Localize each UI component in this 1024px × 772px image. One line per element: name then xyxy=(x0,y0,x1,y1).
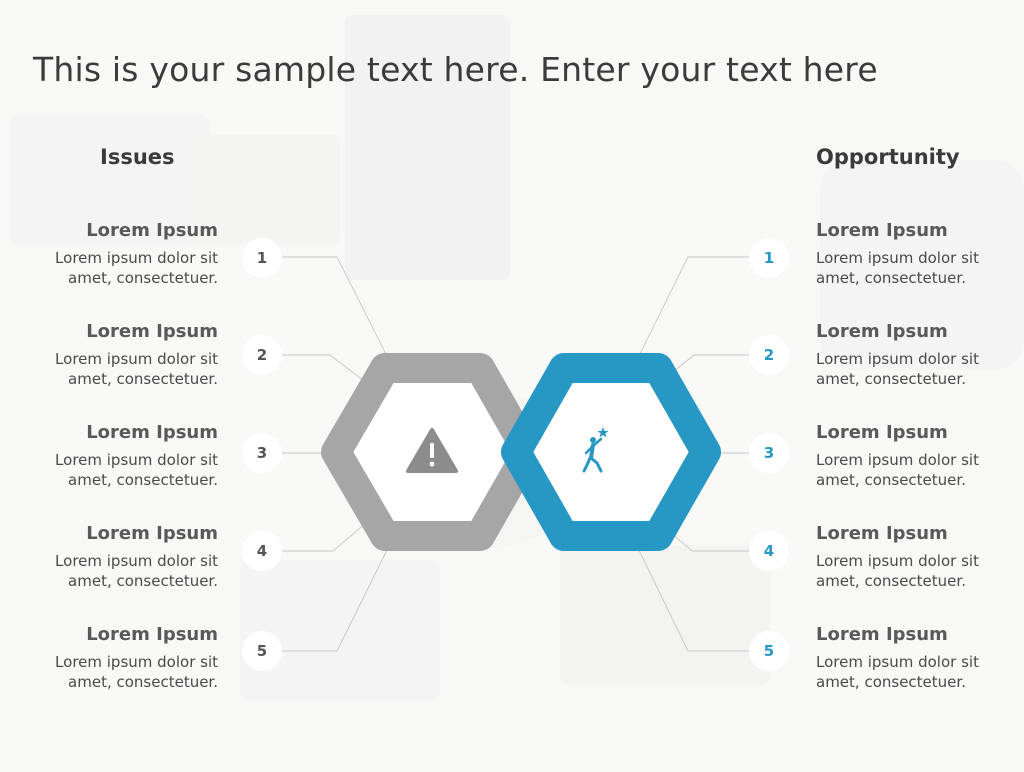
opportunity-item-text: Lorem ipsum dolor sit amet, consectetuer… xyxy=(816,249,979,287)
opportunity-item-text: Lorem ipsum dolor sit amet, consectetuer… xyxy=(816,552,979,590)
opportunity-item-2: Lorem Ipsum Lorem ipsum dolor sit amet, … xyxy=(816,321,1016,389)
issues-connector-1 xyxy=(282,256,393,367)
issues-item-text: Lorem ipsum dolor sit amet, consectetuer… xyxy=(55,350,218,388)
opportunity-item-title: Lorem Ipsum xyxy=(816,523,948,544)
opportunity-item-5: Lorem Ipsum Lorem ipsum dolor sit amet, … xyxy=(816,624,1016,692)
opportunity-item-title: Lorem Ipsum xyxy=(816,422,948,443)
issues-item-title: Lorem Ipsum xyxy=(86,523,218,544)
issues-connector-4 xyxy=(282,517,373,552)
opportunity-item-title: Lorem Ipsum xyxy=(816,220,948,241)
page-title: This is your sample text here. Enter you… xyxy=(33,50,878,89)
opportunity-number-1: 1 xyxy=(749,238,789,278)
issues-item-5: Lorem Ipsum Lorem ipsum dolor sit amet, … xyxy=(18,624,218,692)
opportunity-item-text: Lorem ipsum dolor sit amet, consectetuer… xyxy=(816,350,979,388)
issues-item-4: Lorem Ipsum Lorem ipsum dolor sit amet, … xyxy=(18,523,218,591)
opportunity-number-2: 2 xyxy=(749,335,789,375)
opportunity-item-text: Lorem ipsum dolor sit amet, consectetuer… xyxy=(816,451,979,489)
issues-number-1: 1 xyxy=(242,238,282,278)
issues-item-text: Lorem ipsum dolor sit amet, consectetuer… xyxy=(55,653,218,691)
issues-item-title: Lorem Ipsum xyxy=(86,422,218,443)
issues-item-text: Lorem ipsum dolor sit amet, consectetuer… xyxy=(55,249,218,287)
opportunity-item-title: Lorem Ipsum xyxy=(816,321,948,342)
issues-item-2: Lorem Ipsum Lorem ipsum dolor sit amet, … xyxy=(18,321,218,389)
issues-item-title: Lorem Ipsum xyxy=(86,321,218,342)
issues-item-title: Lorem Ipsum xyxy=(86,624,218,645)
opportunity-item-text: Lorem ipsum dolor sit amet, consectetuer… xyxy=(816,653,979,691)
issues-number-4: 4 xyxy=(242,531,282,571)
person-reaching-star-icon xyxy=(582,427,609,473)
issues-connector-5 xyxy=(282,539,393,652)
issues-item-title: Lorem Ipsum xyxy=(86,220,218,241)
opportunity-item-1: Lorem Ipsum Lorem ipsum dolor sit amet, … xyxy=(816,220,1016,288)
issues-item-1: Lorem Ipsum Lorem ipsum dolor sit amet, … xyxy=(18,220,218,288)
opportunity-item-4: Lorem Ipsum Lorem ipsum dolor sit amet, … xyxy=(816,523,1016,591)
opportunity-number-3: 3 xyxy=(749,433,789,473)
opportunity-connector-1 xyxy=(633,256,750,367)
warning-triangle-icon xyxy=(406,428,458,473)
issues-number-5: 5 xyxy=(242,631,282,671)
issues-item-text: Lorem ipsum dolor sit amet, consectetuer… xyxy=(55,552,218,590)
opportunity-hexagon xyxy=(501,353,721,551)
issues-item-3: Lorem Ipsum Lorem ipsum dolor sit amet, … xyxy=(18,422,218,490)
issues-number-2: 2 xyxy=(242,335,282,375)
issues-connector-2 xyxy=(282,354,373,388)
opportunity-item-3: Lorem Ipsum Lorem ipsum dolor sit amet, … xyxy=(816,422,1016,490)
opportunity-connector-5 xyxy=(633,539,750,652)
opportunity-number-5: 5 xyxy=(749,631,789,671)
opportunity-heading: Opportunity xyxy=(816,145,960,169)
issues-heading: Issues xyxy=(100,145,175,169)
opportunity-item-title: Lorem Ipsum xyxy=(816,624,948,645)
opportunity-number-4: 4 xyxy=(749,531,789,571)
issues-number-3: 3 xyxy=(242,433,282,473)
issues-item-text: Lorem ipsum dolor sit amet, consectetuer… xyxy=(55,451,218,489)
